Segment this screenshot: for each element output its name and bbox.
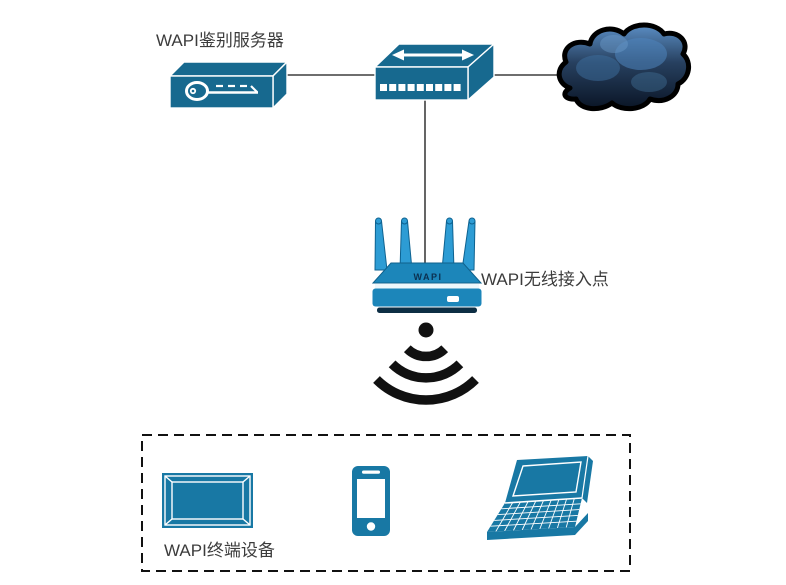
cloud-highlights: [576, 35, 667, 92]
switch-ports: [380, 84, 461, 91]
switch-icon: [373, 42, 496, 102]
laptop-icon: [487, 455, 593, 540]
terminal-group-box: [141, 434, 631, 572]
laptop-keys: [490, 498, 581, 532]
connector-lines: [287, 74, 560, 266]
internet-cloud-icon: [556, 22, 692, 112]
ap-button: [447, 296, 459, 302]
auth-server-label: WAPI鉴别服务器: [156, 31, 284, 50]
key-icon: [185, 81, 258, 101]
ap-shadow: [377, 307, 477, 313]
auth-server-icon: [168, 60, 289, 110]
wifi-signal-icon: [373, 322, 479, 405]
monitor-icon: [162, 473, 253, 528]
access-point-label: WAPI无线接入点: [481, 270, 609, 289]
smartphone-icon: [352, 466, 390, 536]
access-point-icon: WAPI: [371, 217, 483, 313]
double-arrow-icon: [392, 49, 474, 61]
ap-device-text: WAPI: [413, 272, 442, 282]
terminal-group-label: WAPI终端设备: [164, 541, 275, 560]
antenna-icons: [374, 217, 476, 271]
